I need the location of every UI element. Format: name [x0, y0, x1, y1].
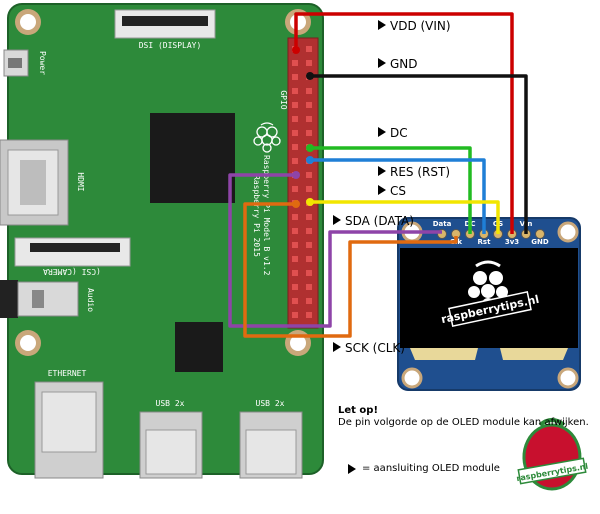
gpio-label: GPIO [279, 90, 288, 109]
csi-label: (CSI (CAMERA [43, 267, 101, 276]
legend-text: = aansluiting OLED module [362, 463, 500, 474]
oled-pin [535, 229, 545, 239]
raspberry-logo-icon [253, 122, 281, 153]
oled-pin-label: 3v3 [505, 238, 519, 246]
label-gnd: GND [390, 57, 418, 71]
gpio-pin [292, 144, 298, 150]
model-year-text: Raspberry Pi 2015 [252, 175, 261, 257]
raspberry-pi-board: DSI (DISPLAY) Power HDMI Raspberry Pi Mo… [0, 3, 324, 479]
arrow-icon [333, 215, 341, 225]
ethernet-label: ETHERNET [48, 369, 87, 378]
gpio-pin [306, 228, 312, 234]
gpio-pin [292, 74, 298, 80]
usb-label-1: USB 2x [156, 399, 185, 408]
gpio-pin [292, 256, 298, 262]
label-sda: SDA (DATA) [345, 214, 414, 228]
arrow-icon [378, 185, 386, 195]
arrow-icon [333, 342, 341, 352]
arrow-icon [378, 166, 386, 176]
gpio-pin [292, 270, 298, 276]
wire-vdd [294, 12, 514, 234]
note-body: De pin volgorde op de OLED module kan af… [338, 417, 589, 428]
gpio-pin [306, 186, 312, 192]
oled-pin-label: GND [531, 238, 549, 246]
hdmi-label: HDMI [76, 172, 85, 191]
legend-arrow-icon [348, 464, 356, 474]
oled-pin-label: Rst [478, 238, 492, 246]
gpio-pin [306, 46, 312, 52]
connection-labels: VDD (VIN) GND DC RES (RST) CS SDA (DATA)… [333, 19, 451, 355]
gpio-pin [306, 284, 312, 290]
gpio-pin [292, 298, 298, 304]
gpio-pin [292, 312, 298, 318]
label-vdd: VDD (VIN) [390, 19, 451, 33]
gpio-pin [306, 312, 312, 318]
gpio-pin [292, 242, 298, 248]
raspberrytips-logo: raspberrytips.nl [516, 418, 589, 491]
model-text: Raspberry Pi Model B v1.2 [262, 155, 271, 276]
gpio-pin [292, 116, 298, 122]
wire-rst [310, 158, 486, 234]
arrow-icon [378, 58, 386, 68]
note-title: Let op! [338, 405, 379, 416]
gpio-pin [306, 116, 312, 122]
gpio-pin [306, 298, 312, 304]
wires [228, 12, 528, 338]
gpio-pin [292, 284, 298, 290]
gpio-pin [306, 102, 312, 108]
wire-sda [228, 173, 442, 328]
label-dc: DC [390, 126, 408, 140]
gpio-pin [292, 60, 298, 66]
gpio-pin [306, 242, 312, 248]
gpio-pin [306, 60, 312, 66]
oled-pin-label: Data [433, 220, 452, 228]
label-cs: CS [390, 184, 406, 198]
arrow-icon [378, 127, 386, 137]
wire-cs [310, 200, 500, 234]
gpio-pin [292, 214, 298, 220]
wire-sck [243, 202, 458, 338]
wire-gnd [310, 74, 528, 234]
gpio-pin [306, 256, 312, 262]
screen-raspberry-icon [468, 260, 508, 310]
label-rst: RES (RST) [390, 165, 450, 179]
gpio-pin [306, 270, 312, 276]
gpio-pin [292, 158, 298, 164]
audio-label: Audio [86, 288, 95, 312]
wire-endpoints [292, 46, 314, 208]
wire-dc [310, 146, 472, 234]
power-label: Power [38, 51, 47, 75]
gpio-pin [306, 88, 312, 94]
gpio-pin [306, 214, 312, 220]
gpio-pin [292, 102, 298, 108]
label-sck: SCK (CLK) [345, 341, 405, 355]
gpio-pin [292, 186, 298, 192]
usb-label-2: USB 2x [256, 399, 285, 408]
dsi-label: DSI (DISPLAY) [139, 41, 202, 50]
gpio-pin [292, 130, 298, 136]
gpio-pin [306, 130, 312, 136]
arrow-icon [378, 20, 386, 30]
gpio-pin [292, 88, 298, 94]
gpio-pin [292, 228, 298, 234]
gpio-pin [306, 172, 312, 178]
